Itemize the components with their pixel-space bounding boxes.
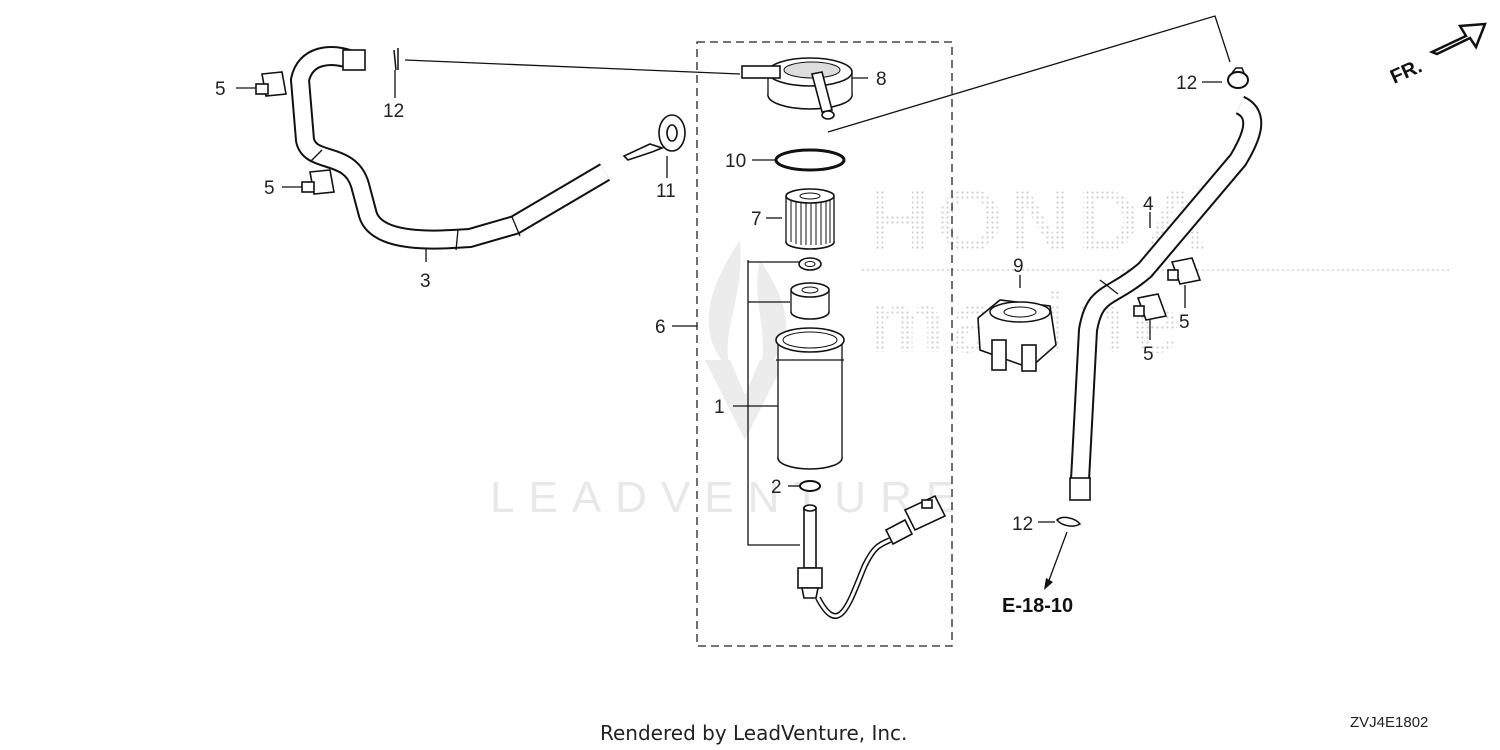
part-water-sensor — [797, 494, 947, 619]
part-5-clip-upper-left — [255, 71, 287, 97]
callout-5-lower-left: 5 — [264, 178, 275, 199]
footer-rendered-by: Rendered by LeadVenture, Inc. — [600, 721, 907, 745]
part-8-filter-cap — [741, 57, 853, 120]
callout-12-left: 12 — [383, 101, 404, 122]
reference-label: E-18-10 — [1002, 595, 1073, 617]
diagram-code: ZVJ4E1802 — [1350, 714, 1428, 731]
part-5-clip-lower-left — [301, 169, 335, 195]
part-12-clip-top-right — [1227, 67, 1249, 89]
callout-5-lower-right: 5 — [1143, 344, 1154, 365]
callout-11: 11 — [656, 181, 676, 202]
leader-lines — [236, 15, 1231, 590]
callout-1: 1 — [714, 397, 725, 418]
part-washer — [798, 257, 822, 271]
callout-4: 4 — [1143, 194, 1154, 215]
part-1-filter-cup — [775, 327, 845, 470]
callout-8: 8 — [876, 69, 887, 90]
part-12-clip-left — [393, 48, 399, 71]
part-12-clip-bottom — [1055, 516, 1082, 527]
front-direction-arrow: FR. — [1387, 22, 1487, 89]
part-2-o-ring — [799, 480, 821, 492]
callout-5-upper-right: 5 — [1179, 312, 1190, 333]
part-10-o-ring — [774, 148, 846, 172]
front-direction-label: FR. — [1387, 55, 1425, 88]
part-7-filter-element — [785, 188, 835, 250]
callout-6: 6 — [655, 317, 666, 338]
watermark: HONDA marine LEADVENTURE — [490, 173, 1450, 522]
callout-3: 3 — [420, 271, 431, 292]
callout-12-top-right: 12 — [1176, 73, 1197, 94]
part-11-terminal — [622, 114, 686, 161]
callout-labels: 5 5 12 3 11 8 10 7 6 1 2 12 4 9 5 5 12 — [215, 69, 1197, 535]
callout-10: 10 — [725, 151, 746, 172]
part-9-bracket — [977, 299, 1057, 372]
callout-2: 2 — [771, 477, 782, 498]
part-5-clip-lower-right — [1133, 293, 1168, 321]
part-5-clip-upper-right — [1167, 257, 1202, 285]
callout-7: 7 — [751, 209, 762, 230]
part-float — [790, 282, 830, 320]
callout-12-bottom: 12 — [1012, 514, 1033, 535]
part-3-fuel-hose — [289, 46, 611, 251]
callout-9: 9 — [1013, 256, 1024, 277]
callout-5-upper-left: 5 — [215, 79, 226, 100]
watermark-dealer: LEADVENTURE — [490, 473, 969, 522]
part-4-fuel-hose — [1069, 95, 1263, 501]
